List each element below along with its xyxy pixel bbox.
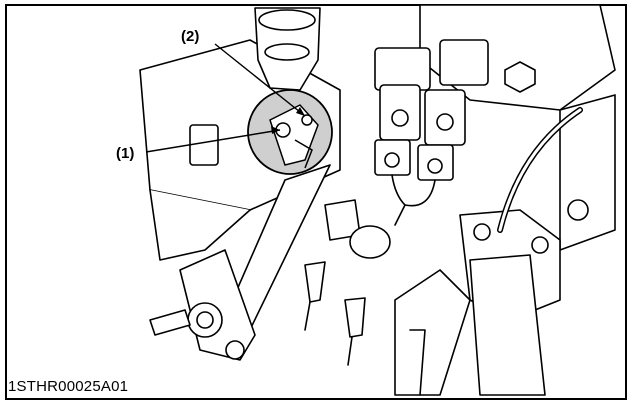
probe-b-tip (347, 336, 353, 366)
connector-a-bolt (384, 152, 400, 168)
callout-label-1: (1) (116, 145, 135, 162)
pedal-base (394, 269, 471, 396)
column-ring (264, 43, 310, 61)
lever-pivot-inner (196, 311, 214, 329)
housing-slot (189, 124, 219, 166)
pedal-base-rib (409, 329, 426, 396)
callout-label-2: (2) (181, 28, 200, 45)
solenoid-a-bolt (391, 109, 409, 127)
wire-drop (394, 204, 406, 226)
pipe-inner (498, 108, 582, 232)
housing-lower-face (149, 189, 251, 261)
pedal-bolt-b (531, 236, 549, 254)
leader-line-2 (214, 43, 306, 117)
lever-pin (225, 340, 245, 360)
column-cap (258, 9, 316, 31)
valve-block-b (439, 39, 489, 86)
probe-b (344, 297, 366, 338)
figure-code: 1STHR00025A01 (8, 378, 129, 395)
leader-arrow-2 (296, 107, 305, 116)
inset-part-2 (301, 114, 313, 126)
sensor-housing (349, 225, 391, 259)
left-rod (149, 309, 191, 336)
leader-arrow-1 (271, 126, 280, 134)
probe-a (304, 261, 326, 303)
valve-block-a (374, 47, 431, 91)
pedal-arm (469, 254, 546, 396)
connector-b-bolt (427, 158, 443, 174)
detail-inset (247, 89, 333, 175)
probe-a-tip (304, 301, 311, 331)
hex-nut (504, 61, 536, 93)
leader-line-1 (145, 129, 281, 153)
pedal-bolt-a (473, 223, 491, 241)
solenoid-b-bolt (436, 113, 454, 131)
right-fitting (567, 199, 589, 221)
